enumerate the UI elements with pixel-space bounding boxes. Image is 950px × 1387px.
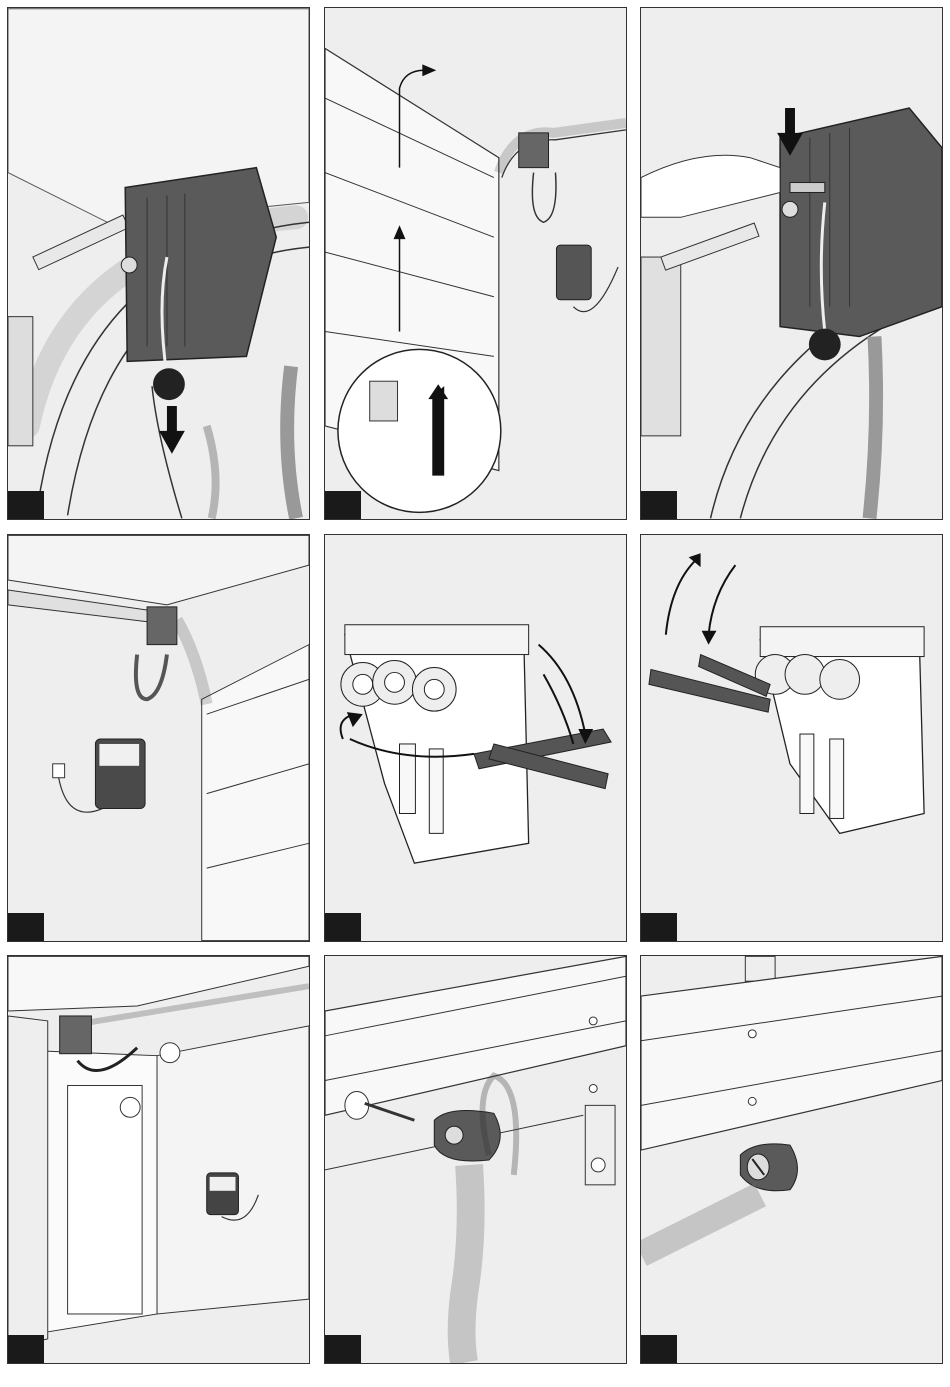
cable-clamp-mounted-icon bbox=[641, 956, 942, 1363]
press-lever-engage-icon bbox=[641, 8, 942, 519]
step-number-8 bbox=[325, 1335, 361, 1363]
step-number-4 bbox=[8, 913, 44, 941]
loosen-nut-with-wrenches-icon bbox=[641, 535, 942, 941]
panel-step-5 bbox=[324, 534, 627, 942]
panel-step-2 bbox=[324, 7, 627, 520]
lift-door-open-icon bbox=[325, 8, 626, 519]
panel-step-4 bbox=[7, 534, 310, 942]
panel-step-8 bbox=[324, 955, 627, 1364]
step-number-1 bbox=[8, 491, 44, 519]
panel-step-1 bbox=[7, 7, 310, 520]
step-number-5 bbox=[325, 913, 361, 941]
panel-step-7 bbox=[7, 955, 310, 1364]
drive-unit-plugged-in-icon bbox=[8, 535, 309, 941]
step-number-9 bbox=[641, 1335, 677, 1363]
step-number-3 bbox=[641, 491, 677, 519]
panel-step-6 bbox=[640, 534, 943, 942]
step-number-6 bbox=[641, 913, 677, 941]
cable-clamp-screw-icon bbox=[325, 956, 626, 1363]
panel-step-9 bbox=[640, 955, 943, 1364]
tighten-nut-with-wrenches-icon bbox=[325, 535, 626, 941]
panel-step-3 bbox=[640, 7, 943, 520]
garage-overview-icon bbox=[8, 956, 309, 1363]
step-number-7 bbox=[8, 1335, 44, 1363]
pull-release-knob-down-icon bbox=[8, 8, 309, 519]
step-number-2 bbox=[325, 491, 361, 519]
